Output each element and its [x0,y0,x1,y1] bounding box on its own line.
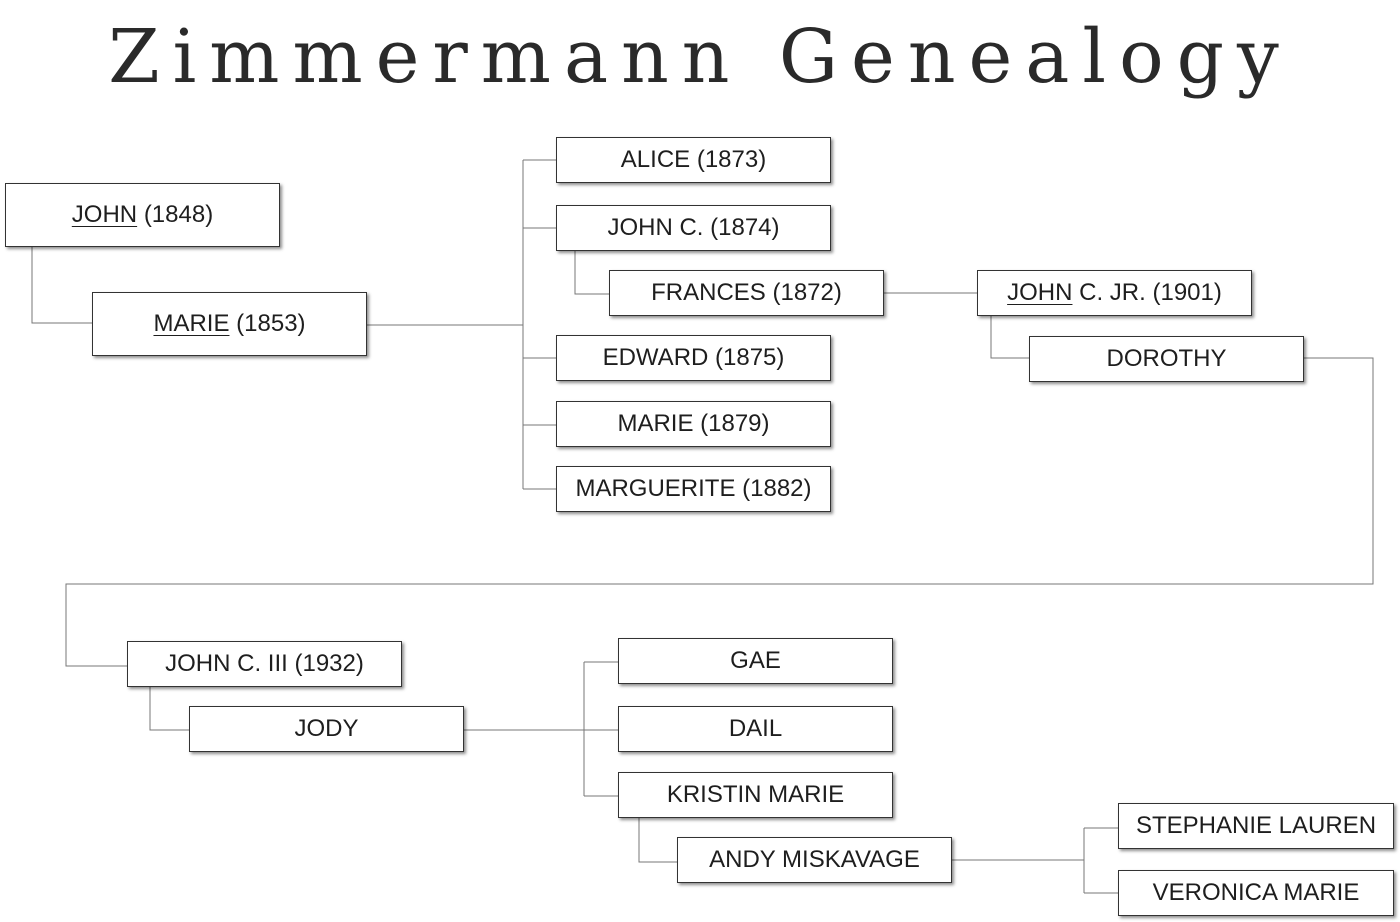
spouse-connector-kristin-andy [638,817,677,863]
person-name-rest: C. JR. (1901) [1079,279,1222,306]
spouse-connector-john-c-iii-jody [149,686,189,731]
person-stephanie-lauren: STEPHANIE LAUREN [1118,803,1394,849]
child-connector-john-c-iii [65,357,1374,667]
person-john-c-jr-1901: JOHN C. JR. (1901) [977,270,1252,316]
person-john-1848: JOHN (1848) [5,183,280,247]
person-edward-1875: EDWARD (1875) [556,335,831,381]
spouse-connector-john-c-frances [574,250,609,295]
person-year: (1853) [236,310,306,337]
person-marie-1879: MARIE (1879) [556,401,831,447]
person-alice-1873: ALICE (1873) [556,137,831,183]
person-gae: GAE [618,638,893,684]
person-year: (1848) [143,201,214,228]
person-dail: DAIL [618,706,893,752]
person-frances-1872: FRANCES (1872) [609,270,884,316]
person-name: JOHN [1007,279,1073,306]
person-andy-miskavage: ANDY MISKAVAGE [677,837,952,883]
person-dorothy: DOROTHY [1029,336,1304,382]
person-jody: JODY [189,706,464,752]
person-john-c-1874: JOHN C. (1874) [556,205,831,251]
spouse-connector-john-c-jr-dorothy [990,316,1029,359]
person-veronica-marie: VERONICA MARIE [1118,870,1394,916]
person-marie-1853: MARIE (1853) [92,292,367,356]
spouse-connector-john-marie [31,247,92,324]
person-marguerite-1882: MARGUERITE (1882) [556,466,831,512]
person-john-c-iii-1932: JOHN C. III (1932) [127,641,402,687]
person-kristin-marie: KRISTIN MARIE [618,772,893,818]
page-title: Zimmermann Genealogy [108,14,1292,100]
person-name: JOHN [71,201,138,228]
person-name: MARIE [153,310,230,337]
